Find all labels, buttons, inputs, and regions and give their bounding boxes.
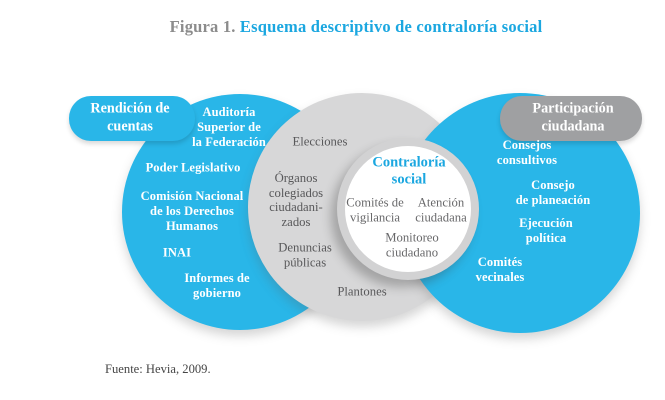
item-poder-legislativo: Poder Legislativo [145,160,241,175]
rendicion-de-cuentas-label: Rendición de cuentas [90,100,170,135]
participacion-ciudadana-pill [500,96,642,141]
item-elecciones: Elecciones [292,134,348,149]
rendicion-de-cuentas-pill [69,96,195,141]
figure-title-text: Esquema descriptivo de contraloría socia… [239,17,543,36]
item-plantones: Plantones [337,284,387,299]
item-inai: INAI [162,245,192,260]
item-organos-colegiados-ciudadanizados: Órganos colegiados ciudadani- zados [268,170,324,229]
item-auditoria-superior-federacion: Auditoría Superior de la Federación [192,104,266,149]
contraloria-social-title: Contraloría social [372,154,446,188]
item-monitoreo-ciudadano: Monitoreo ciudadano [385,230,439,259]
item-comision-nacional-derechos-humanos: Comisión Nacional de los Derechos Humano… [140,188,244,233]
item-informes-de-gobierno: Informes de gobierno [184,271,250,300]
item-denuncias-publicas: Denuncias públicas [278,240,332,269]
item-consejos-consultivos: Consejos consultivos [496,138,558,167]
figure-title: Figura 1. Esquema descriptivo de contral… [170,17,543,37]
item-comites-vecinales: Comités vecinales [475,255,525,284]
item-atencion-ciudadana: Atención ciudadana [415,195,467,224]
item-comites-de-vigilancia: Comités de vigilancia [346,195,404,224]
source-caption: Fuente: Hevia, 2009. [105,362,211,376]
participacion-ciudadana-label: Participación ciudadana [532,100,614,135]
figure-number: Figura 1. [169,17,236,36]
item-ejecucion-politica: Ejecución política [519,216,573,245]
contraloria-social-circle [337,138,479,280]
item-consejo-de-planeacion: Consejo de planeación [515,178,591,207]
